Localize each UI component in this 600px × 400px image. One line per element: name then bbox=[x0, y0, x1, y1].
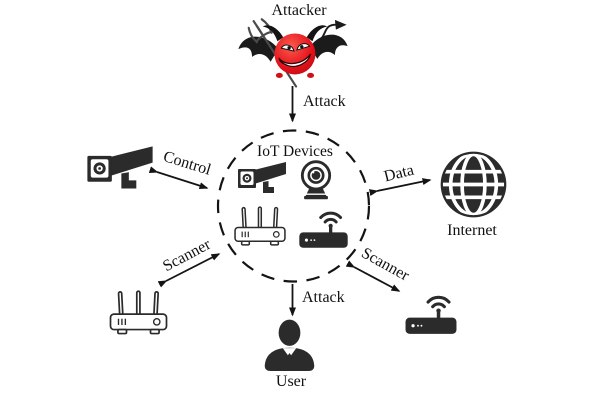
edge-scanner-right-arrow bbox=[345, 260, 401, 292]
attacker-label: Attacker bbox=[271, 2, 327, 19]
tie bbox=[286, 353, 293, 370]
devil-body bbox=[274, 33, 316, 75]
camera-mount bbox=[121, 172, 137, 189]
devil-icon bbox=[234, 14, 352, 92]
devil-horns bbox=[262, 25, 328, 42]
devil-feet bbox=[275, 72, 315, 78]
person-icon bbox=[259, 317, 320, 377]
iot-devices-boundary-circle bbox=[216, 129, 371, 283]
attack-bottom-label: Attack bbox=[302, 289, 345, 306]
iot-devices-label: IoT Devices bbox=[257, 143, 333, 160]
edge-control-arrow bbox=[148, 166, 209, 190]
devil-grin bbox=[278, 53, 312, 68]
attack-top-label: Attack bbox=[303, 93, 346, 110]
collar bbox=[282, 348, 297, 358]
internet-label: Internet bbox=[447, 222, 497, 239]
webcam-icon bbox=[296, 160, 336, 201]
user-label: User bbox=[275, 373, 307, 390]
wireless-router-icon bbox=[107, 289, 170, 337]
cctv-camera-icon bbox=[237, 161, 287, 200]
wifi-modem-icon bbox=[402, 291, 460, 335]
edge-data-arrow bbox=[368, 178, 432, 196]
wireless-router-icon bbox=[232, 205, 288, 248]
globe-icon bbox=[437, 148, 510, 221]
devil-eyes bbox=[280, 43, 311, 52]
wifi-signal bbox=[426, 295, 451, 309]
edge-scanner-left-arrow bbox=[157, 253, 221, 288]
cctv-camera-icon bbox=[86, 145, 154, 198]
wifi-modem-icon bbox=[296, 207, 351, 249]
